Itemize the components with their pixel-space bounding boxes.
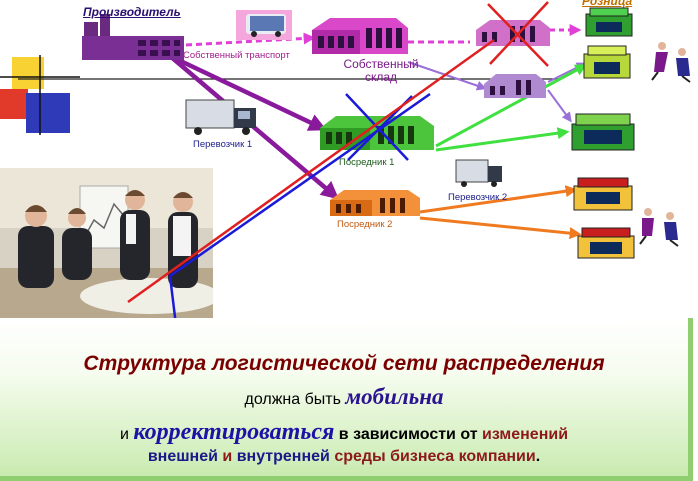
intermediary2-warehouse-icon bbox=[330, 190, 420, 216]
store-icon bbox=[585, 7, 633, 37]
warehouse-icon bbox=[312, 18, 408, 54]
summary-line-4-period: . bbox=[535, 448, 541, 465]
store-icon bbox=[583, 45, 631, 79]
own-warehouse-label-line1: Собственный bbox=[343, 57, 419, 71]
summary-line-3: и корректироваться в зависимости от изме… bbox=[0, 419, 688, 446]
own-warehouse-label: Собственный склад bbox=[326, 58, 436, 84]
intermediary1-warehouse-icon bbox=[320, 116, 434, 150]
retail-label: Розница bbox=[582, 0, 633, 8]
store-icon bbox=[571, 113, 635, 151]
truck-icon bbox=[185, 99, 256, 135]
intermediary2-label: Посредник 2 bbox=[337, 219, 393, 230]
own-transport-label: Собственный транспорт bbox=[183, 50, 290, 61]
summary-line-1: Структура логистической сети распределен… bbox=[83, 352, 605, 375]
red-link-line bbox=[127, 38, 495, 304]
intermediary1-label: Посредник 1 bbox=[339, 157, 395, 168]
meeting-photo bbox=[0, 168, 213, 318]
summary-line-4: внешней и внутренней среды бизнеса компа… bbox=[0, 448, 688, 466]
producer-label: Производитель bbox=[83, 5, 181, 19]
red-cross-mark bbox=[487, 1, 549, 67]
summary-line-4-environment: среды бизнеса компании bbox=[334, 448, 536, 465]
intermediary1-to-retail-arrows bbox=[435, 64, 588, 152]
summary-line-2-text: должна быть bbox=[244, 391, 341, 408]
intermediary2-to-retail-arrows bbox=[419, 185, 582, 240]
store-icon bbox=[577, 227, 635, 259]
blue-link-line bbox=[169, 92, 431, 278]
summary-line-3-changes: изменений bbox=[482, 426, 569, 443]
carrier2-label: Перевозчик 2 bbox=[448, 192, 508, 203]
summary-line-3-depending: в зависимости от bbox=[338, 426, 478, 443]
summary-panel: Структура логистической сети распределен… bbox=[0, 318, 693, 481]
truck-icon bbox=[455, 159, 502, 187]
shoppers-icon bbox=[651, 42, 691, 83]
factory-icon bbox=[82, 14, 184, 60]
summary-line-2-emphasis: мобильна bbox=[345, 384, 444, 409]
summary-line-2: должна быть мобильна bbox=[0, 384, 688, 410]
own-warehouse-label-line2: склад bbox=[364, 70, 398, 84]
summary-line-3-emphasis: корректироваться bbox=[133, 419, 335, 445]
store-icon bbox=[573, 177, 633, 211]
summary-line-3-and: и bbox=[119, 426, 129, 443]
crossed-warehouse-icon bbox=[476, 20, 550, 46]
summary-line-4-internal: внутренней bbox=[236, 448, 330, 465]
corner-decoration bbox=[0, 55, 80, 135]
summary-line-4-external: внешней bbox=[147, 448, 218, 465]
shoppers-icon bbox=[639, 208, 679, 247]
regional-warehouse-icon bbox=[484, 74, 546, 98]
carrier1-label: Перевозчик 1 bbox=[193, 139, 253, 150]
van-icon bbox=[236, 10, 292, 40]
summary-line-4-and: и bbox=[222, 448, 233, 465]
